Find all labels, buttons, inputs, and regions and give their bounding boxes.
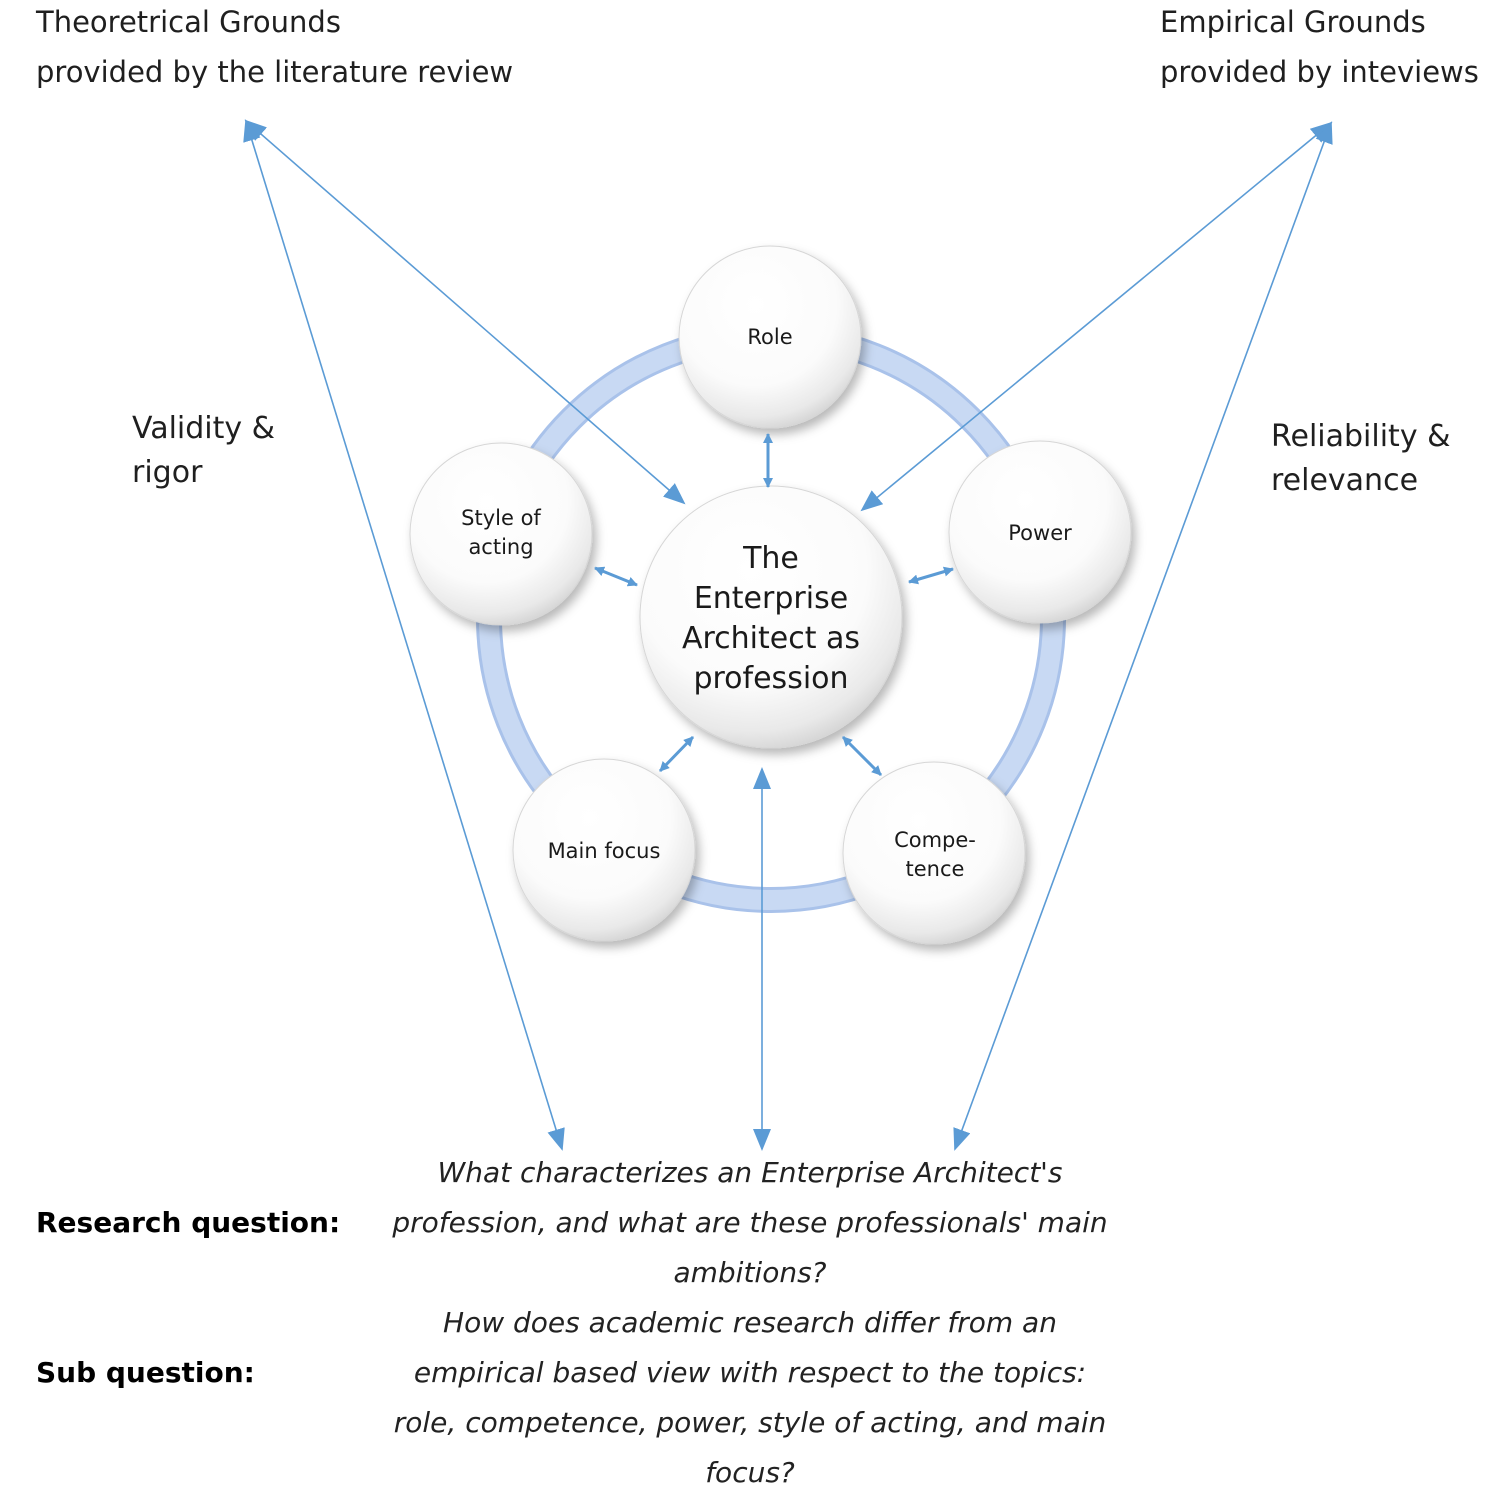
center-label-line: profession: [693, 661, 849, 696]
arrow-power-center: [908, 566, 954, 585]
node-style-label: Style of acting: [411, 504, 591, 562]
reliability-relevance-label: Reliability & relevance: [1271, 415, 1451, 503]
question-line: How does academic research differ from a…: [443, 1306, 1057, 1339]
node-role-label: Role: [680, 323, 860, 352]
node-focus-circle: [512, 758, 696, 942]
center-label-line: The: [743, 541, 799, 576]
sub-question-title: Sub question:: [36, 1356, 255, 1389]
heading-line: Empirical Grounds: [1160, 5, 1426, 39]
question-line: What characterizes an Enterprise Archite…: [437, 1156, 1063, 1189]
question-line: focus?: [705, 1456, 795, 1489]
empirical-grounds-heading: Empirical Grounds provided by inteviews: [1160, 0, 1479, 97]
question-line: empirical based view with respect to the…: [413, 1356, 1087, 1389]
node-label-line: Power: [1008, 521, 1072, 545]
arrow-style-center: [594, 566, 638, 587]
question-line: profession, and what are these professio…: [392, 1206, 1108, 1239]
label-line: Reliability &: [1271, 419, 1451, 454]
node-role-circle: [678, 245, 862, 429]
theoretical-grounds-heading: Theoretrical Grounds provided by the lit…: [36, 0, 513, 97]
center-label-line: Architect as: [681, 621, 861, 656]
node-style-circle: [409, 442, 593, 626]
node-power-label: Power: [950, 519, 1130, 548]
node-label-line: acting: [468, 535, 534, 559]
question-line: ambitions?: [673, 1256, 827, 1289]
node-competence-circle: [842, 761, 1026, 945]
heading-line: provided by the literature review: [36, 55, 514, 89]
question-line: role, competence, power, style of acting…: [393, 1406, 1107, 1439]
node-label-line: Style of: [461, 506, 541, 530]
validity-rigor-label: Validity & rigor: [132, 407, 275, 495]
label-line: relevance: [1271, 463, 1419, 498]
arrow-competence-center: [841, 735, 883, 777]
label-line: rigor: [132, 455, 203, 490]
arrow-empirical-to-research: [953, 121, 1333, 1151]
research-question-title: Research question:: [36, 1206, 341, 1239]
heading-line: provided by inteviews: [1160, 55, 1479, 89]
node-label-line: Compe-: [894, 828, 976, 852]
heading-line: Theoretrical Grounds: [36, 5, 341, 39]
node-power-circle: [948, 440, 1132, 624]
node-focus-label: Main focus: [514, 837, 694, 866]
center-label-line: Enterprise: [693, 581, 849, 616]
node-label-line: tence: [905, 857, 965, 881]
research-question-text: What characterizes an Enterprise Archite…: [335, 1148, 1165, 1298]
node-label-line: Role: [747, 325, 793, 349]
arrow-theory-to-research: [243, 119, 565, 1151]
sub-question-text: How does academic research differ from a…: [335, 1298, 1165, 1498]
node-competence-label: Compe- tence: [845, 826, 1025, 884]
node-label-line: Main focus: [547, 839, 661, 863]
label-line: Validity &: [132, 411, 276, 446]
center-node-label: The Enterprise Architect as profession: [640, 539, 902, 699]
arrow-theory-to-center: [244, 119, 686, 505]
arrow-focus-center: [658, 735, 695, 773]
